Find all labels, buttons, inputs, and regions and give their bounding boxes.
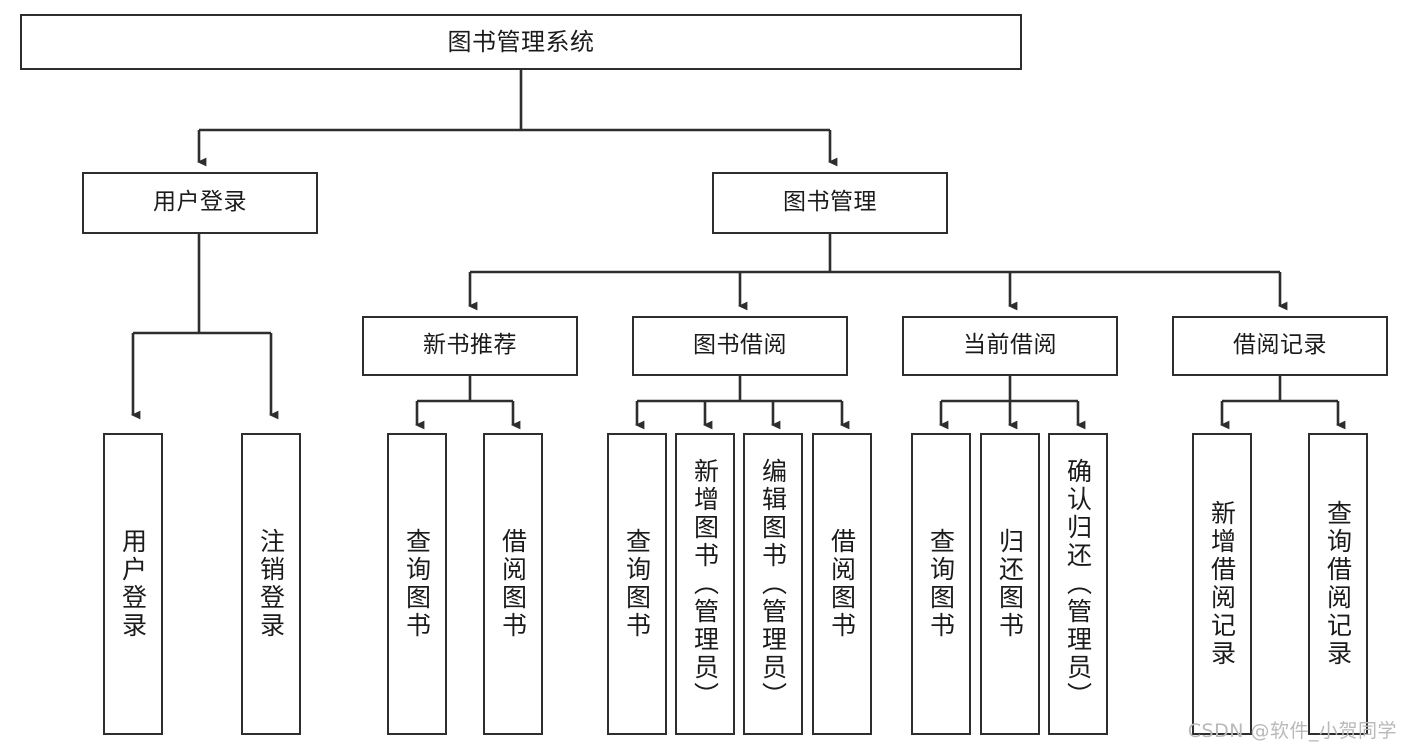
node-leaf-current-confirm-return-admin[interactable]: 确认归还（管理员） [1048, 433, 1108, 735]
node-book-management-label: 图书管理 [783, 189, 877, 216]
node-leaf-borrow-borrow-book-label: 借阅图书 [827, 528, 857, 640]
node-leaf-borrow-query-book-label: 查询图书 [622, 528, 652, 640]
node-leaf-current-query-book-label: 查询图书 [926, 528, 956, 640]
node-new-book-recommend[interactable]: 新书推荐 [362, 316, 578, 376]
node-user-login[interactable]: 用户登录 [82, 172, 318, 234]
node-book-management[interactable]: 图书管理 [712, 172, 948, 234]
node-leaf-borrow-add-book-admin[interactable]: 新增图书（管理员） [675, 433, 735, 735]
node-leaf-newbook-query-book[interactable]: 查询图书 [387, 433, 447, 735]
node-leaf-current-return-book-label: 归还图书 [995, 528, 1025, 640]
node-leaf-user-login[interactable]: 用户登录 [103, 433, 163, 735]
node-root-label: 图书管理系统 [447, 27, 595, 56]
node-leaf-current-query-book[interactable]: 查询图书 [911, 433, 971, 735]
node-new-book-recommend-label: 新书推荐 [423, 332, 517, 359]
node-leaf-record-add-record[interactable]: 新增借阅记录 [1192, 433, 1252, 735]
node-leaf-record-query-record-label: 查询借阅记录 [1323, 500, 1353, 668]
node-book-borrow-label: 图书借阅 [693, 332, 787, 359]
node-leaf-newbook-query-book-label: 查询图书 [402, 528, 432, 640]
node-borrow-record-label: 借阅记录 [1233, 332, 1327, 359]
node-book-borrow[interactable]: 图书借阅 [632, 316, 848, 376]
node-leaf-newbook-borrow-book-label: 借阅图书 [498, 528, 528, 640]
watermark-text: CSDN @软件_小贺同学 [1187, 720, 1397, 742]
node-leaf-record-query-record[interactable]: 查询借阅记录 [1308, 433, 1368, 735]
node-borrow-record[interactable]: 借阅记录 [1172, 316, 1388, 376]
node-leaf-borrow-edit-book-admin[interactable]: 编辑图书（管理员） [743, 433, 803, 735]
node-leaf-record-add-record-label: 新增借阅记录 [1207, 500, 1237, 668]
node-leaf-borrow-query-book[interactable]: 查询图书 [607, 433, 667, 735]
node-current-borrow[interactable]: 当前借阅 [902, 316, 1118, 376]
node-current-borrow-label: 当前借阅 [963, 332, 1057, 359]
node-leaf-newbook-borrow-book[interactable]: 借阅图书 [483, 433, 543, 735]
node-leaf-logout-label: 注销登录 [256, 528, 286, 640]
node-leaf-borrow-borrow-book[interactable]: 借阅图书 [812, 433, 872, 735]
node-leaf-user-login-label: 用户登录 [118, 528, 148, 640]
node-leaf-current-return-book[interactable]: 归还图书 [980, 433, 1040, 735]
node-leaf-current-confirm-return-admin-label: 确认归还（管理员） [1063, 458, 1093, 710]
node-root-system[interactable]: 图书管理系统 [20, 14, 1022, 70]
node-leaf-borrow-add-book-admin-label: 新增图书（管理员） [690, 458, 720, 710]
node-leaf-borrow-edit-book-admin-label: 编辑图书（管理员） [758, 458, 788, 710]
node-leaf-logout[interactable]: 注销登录 [241, 433, 301, 735]
node-user-login-label: 用户登录 [153, 189, 247, 216]
